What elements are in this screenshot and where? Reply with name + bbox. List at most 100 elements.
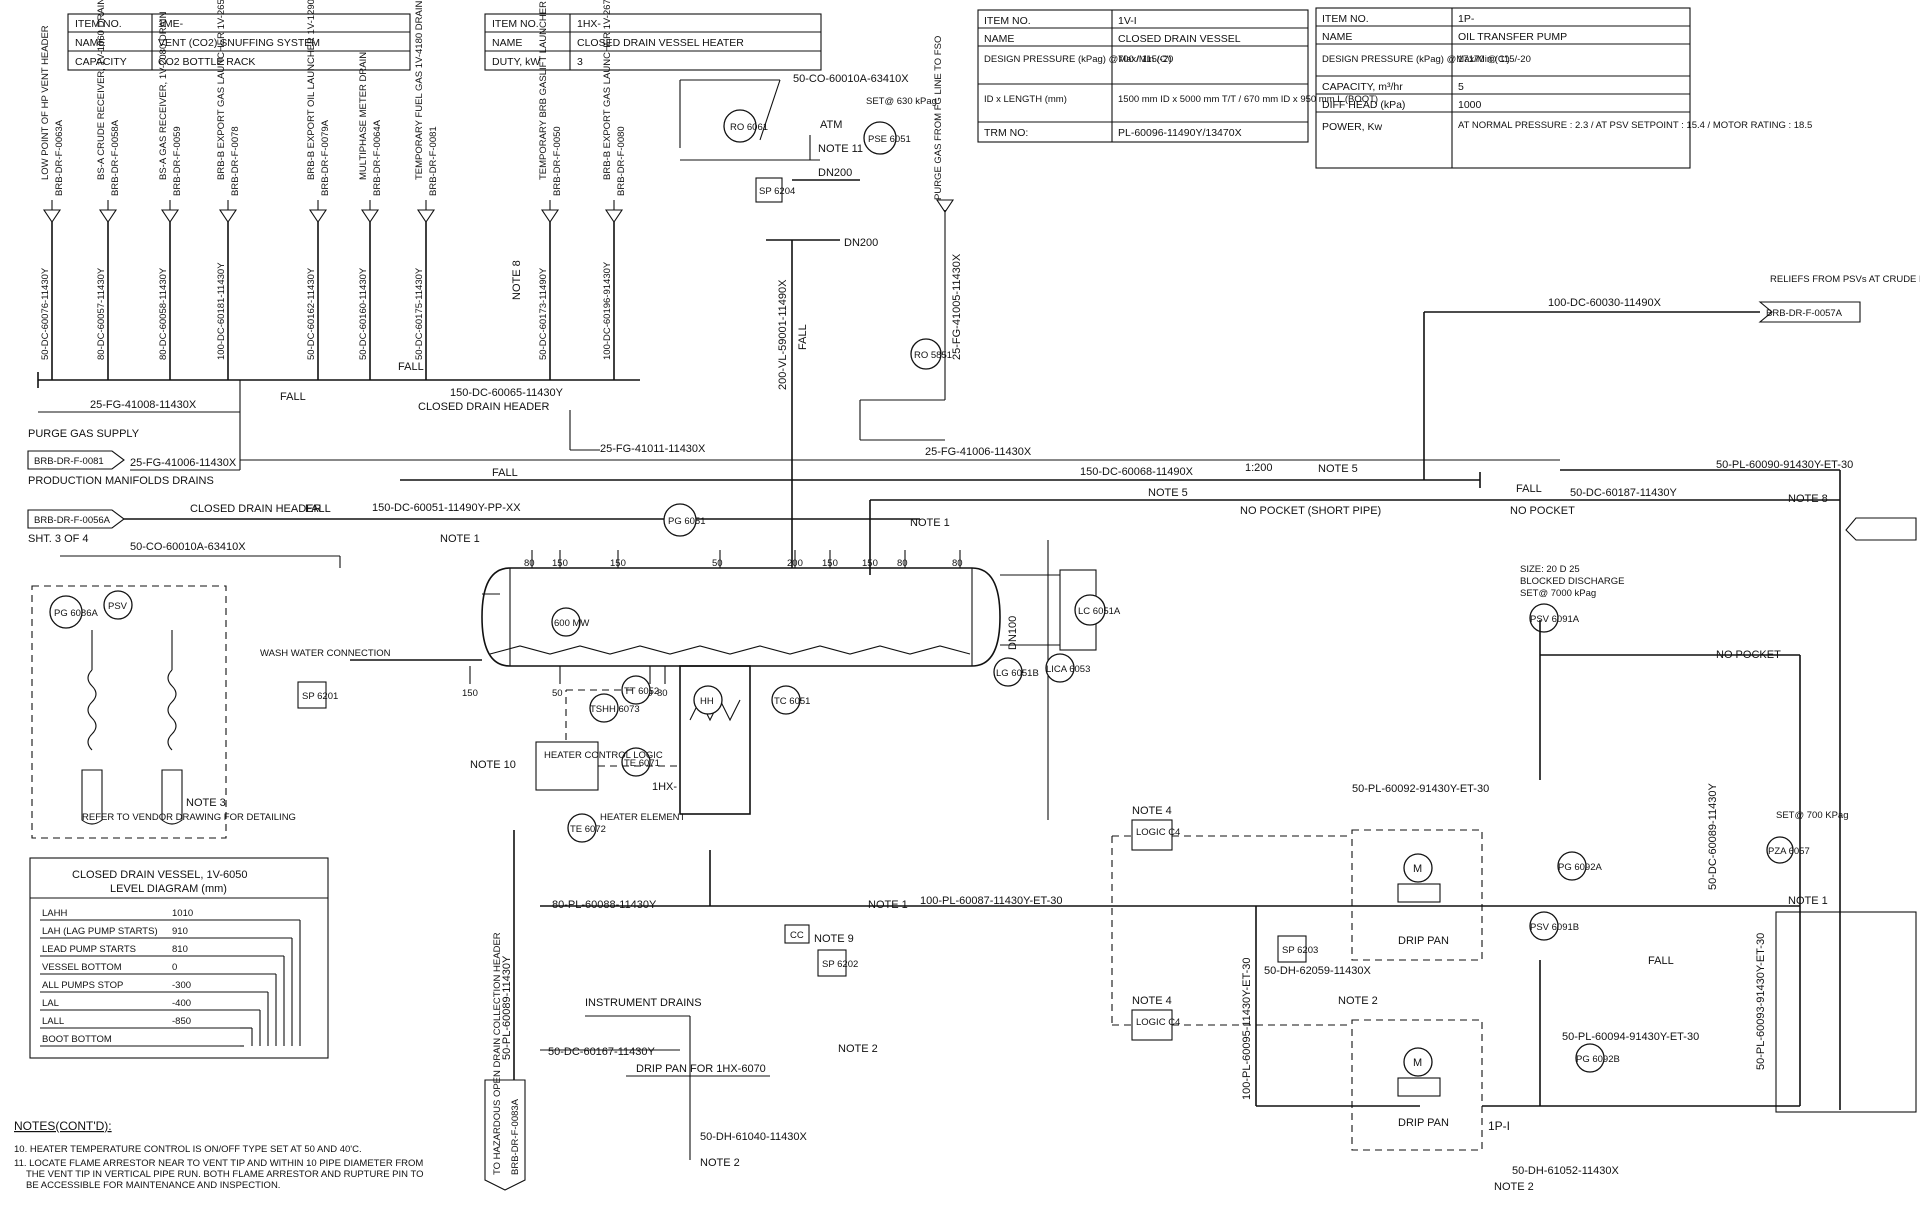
offpage-label: PURGE GAS SUPPLY: [28, 428, 140, 440]
offpage-arrow[interactable]: [604, 200, 624, 223]
instrument-tag: HH: [700, 696, 714, 707]
instrument-bubble[interactable]: [567, 813, 597, 843]
psv-note: SET@ 7000 kPag: [1520, 588, 1596, 599]
instrument-bubble[interactable]: [863, 121, 897, 155]
heater-control: HEATER CONTROL LOGIC HEATER ELEMENT: [535, 689, 686, 823]
drip-pan-label: DRIP PAN FOR 1HX-6070: [636, 1063, 766, 1075]
instrument-bubble[interactable]: [621, 675, 651, 705]
nozzle-size: 80: [524, 558, 535, 569]
atm-label: ATM: [820, 119, 842, 131]
inlet-label: TEMPORARY BRB GASLIFT LAUNCHER 1V-27000: [538, 0, 549, 180]
note-label: NOTE 2: [1494, 1181, 1534, 1193]
note-label: NOTE 2: [838, 1043, 878, 1055]
offpage-arrow[interactable]: [308, 200, 328, 223]
fall-label: FALL: [797, 324, 809, 350]
co2-bottle-rack: REFER TO VENDOR DRAWING FOR DETAILING NO…: [31, 585, 296, 839]
nozzle-size: 150: [610, 558, 626, 569]
sample-point[interactable]: [755, 177, 783, 203]
level-value: 810: [172, 944, 188, 955]
line-label: 50-DC-60175-11430Y: [414, 267, 425, 360]
offpage-arrow[interactable]: [540, 200, 560, 223]
instrument-bubble[interactable]: [1045, 653, 1075, 683]
slope-label: 1:200: [1245, 462, 1273, 474]
line-label: 50-DC-60089-11430Y: [1707, 783, 1719, 890]
offpage-connector[interactable]: [1758, 301, 1861, 323]
instrument-bubble[interactable]: [621, 747, 651, 777]
instrument-bubble[interactable]: [663, 503, 697, 537]
pump-motor-icon[interactable]: [1403, 1047, 1433, 1077]
inlet-label: BS-A GAS RECEIVER, 1V-2080 DRAIN: [158, 11, 169, 180]
table-cell: DESIGN PRESSURE (kPag) @Max/Min (C'): [984, 54, 1172, 65]
offpage-label: TO HAZARDOUS OPEN DRAIN COLLECTION HEADE…: [492, 932, 503, 1175]
instrument-bubble[interactable]: [1529, 603, 1559, 633]
inlet-label: BRB-B EXPORT GAS LAUNCHER 1V-2650 DRAIN: [216, 0, 227, 180]
level-value: 910: [172, 926, 188, 937]
level-name: LAH (LAG PUMP STARTS): [42, 926, 158, 937]
pump-tag: 1P-I: [1488, 1119, 1510, 1133]
instrument-bubble[interactable]: [1766, 836, 1794, 864]
instrument-tag: TE 6071: [624, 758, 660, 769]
instrument-bubble[interactable]: [723, 109, 757, 143]
line-label: DN200: [844, 237, 878, 249]
note-label: NOTE 11: [818, 143, 863, 155]
line-label: 150-DC-60065-11430Y: [450, 387, 564, 399]
header-inlet: PURGE GAS FROM FG LINE TO FSO: [933, 36, 955, 213]
table-cell: 700 / 115/-20: [1118, 54, 1173, 65]
sample-point[interactable]: [784, 924, 810, 944]
pump-motor-icon[interactable]: [1403, 853, 1433, 883]
inlet-label: BRB-B EXPORT OIL LAUNCHER 1V-1290 DRAIN: [306, 0, 317, 180]
table-cell: 17170 @ 115/-20: [1458, 54, 1531, 65]
fall-label: FALL: [398, 361, 424, 373]
instrument-bubble[interactable]: [1074, 594, 1106, 626]
instrument-bubble[interactable]: [993, 657, 1023, 687]
line-label: CLOSED DRAIN HEADER: [418, 401, 549, 413]
offpage-tag: BRB-DR-F-0081: [34, 456, 104, 467]
instrument-bubble[interactable]: [589, 693, 619, 723]
nozzle-size: 150: [822, 558, 838, 569]
equipment-table-1me: ITEM NO. 1ME- NAME VENT (CO2) SNUFFING S…: [67, 13, 411, 71]
instrument-bubble[interactable]: [771, 685, 801, 715]
instrument-bubble[interactable]: [910, 338, 942, 370]
offpage-arrow[interactable]: [218, 200, 238, 223]
heater-control-label: HEATER CONTROL LOGIC: [544, 750, 663, 761]
inlet-label: BRB-B EXPORT GAS LAUNCHER 1V-2670 DRAIN: [602, 0, 613, 180]
offpage-connector[interactable]: [484, 1079, 526, 1191]
instrument-bubble[interactable]: [49, 595, 83, 629]
offpage-arrow[interactable]: [42, 200, 62, 223]
line-label: 50-DC-60162-11430Y: [306, 267, 317, 360]
fall-label: FALL: [280, 391, 306, 403]
instrument-bubble[interactable]: [1575, 1043, 1605, 1073]
instrument-tag: PZA 6057: [1768, 846, 1810, 857]
psv-note: SIZE: 20 D 25: [1520, 564, 1580, 575]
instrument-bubble[interactable]: [1557, 851, 1587, 881]
offpage-tag: BRB-DR-F-0056A: [34, 515, 111, 526]
table-cell: CAPACITY, m³/hr: [1322, 81, 1403, 93]
offpage-connector[interactable]: [1845, 517, 1917, 541]
sample-point[interactable]: [297, 681, 327, 709]
offpage-connector[interactable]: [27, 509, 125, 529]
line-label: 50-DH-61052-11430X: [1512, 1165, 1619, 1177]
note-label: NOTE 2: [700, 1157, 740, 1169]
offpage-connector[interactable]: [27, 450, 125, 470]
instrument-bubble[interactable]: [1529, 911, 1559, 941]
sample-point[interactable]: [1277, 935, 1307, 963]
offpage-arrow[interactable]: [360, 200, 380, 223]
note-label: NOTE 2: [1338, 995, 1378, 1007]
instrument-bubble[interactable]: [693, 685, 723, 715]
sample-point[interactable]: [817, 949, 847, 977]
table-cell: CLOSED DRAIN VESSEL: [1118, 33, 1241, 45]
line-label: 50-PL-60094-91430Y-ET-30: [1562, 1031, 1699, 1043]
offpage-arrow[interactable]: [98, 200, 118, 223]
offpage-arrow[interactable]: [160, 200, 180, 223]
instrument-bubble[interactable]: [103, 590, 133, 620]
instrument-tag: TSHH 6073: [590, 704, 640, 715]
level-value: 1010: [172, 908, 193, 919]
main-piping: 150-DC-60065-11430Y CLOSED DRAIN HEADER …: [37, 73, 1853, 1110]
offpage-arrow[interactable]: [416, 200, 436, 223]
instrument-tag: PSV 6091A: [1530, 614, 1580, 625]
line-label: 150-DC-60068-11490X: [1080, 466, 1194, 478]
inlet-tag: BRB-DR-F-0050: [552, 126, 563, 196]
line-label: 50-DH-61040-11430X: [700, 1131, 807, 1143]
